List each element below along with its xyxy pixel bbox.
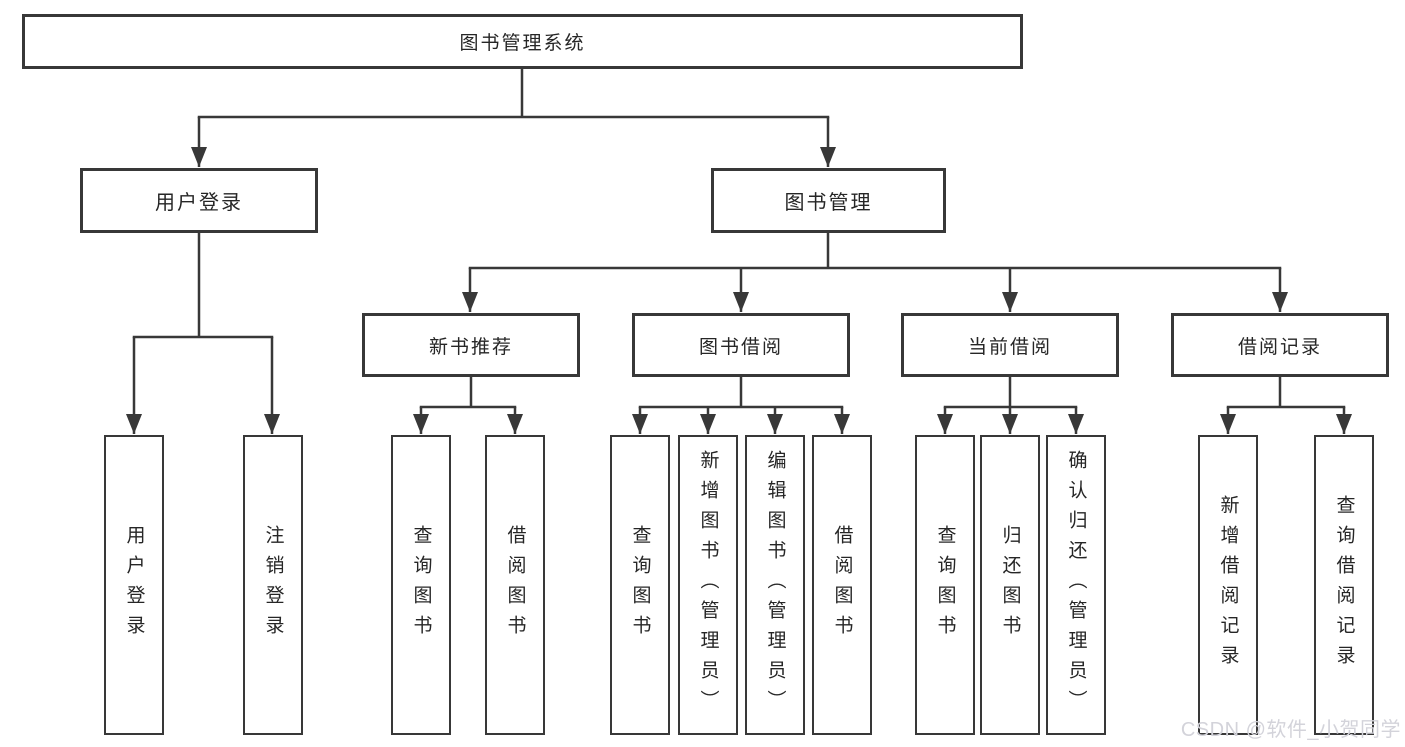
connector-root-split	[197, 67, 830, 119]
leaf-edit-book-admin: 编辑图书（管理员）	[745, 435, 805, 735]
leaf-borrow-book-label: 借阅图书	[831, 525, 853, 645]
leaf-logout: 注销登录	[243, 435, 303, 735]
leaf-borrow-query-books-label: 查询图书	[629, 525, 651, 645]
leaf-return-book-label: 归还图书	[999, 525, 1021, 645]
connector-new-book-recommend-split	[419, 375, 517, 409]
connector-borrow-records-split	[1226, 375, 1346, 409]
leaf-user-login: 用户登录	[104, 435, 164, 735]
node-book-borrow-label: 图书借阅	[698, 336, 783, 358]
watermark: CSDN @软件_小贺同学	[1180, 719, 1401, 741]
leaf-user-login-label: 用户登录	[123, 525, 145, 645]
node-book-borrow: 图书借阅	[632, 313, 850, 377]
node-new-book-recommend: 新书推荐	[362, 313, 580, 377]
node-user-login: 用户登录	[80, 168, 318, 233]
node-book-management: 图书管理	[711, 168, 946, 233]
leaf-rec-query-books: 查询图书	[391, 435, 451, 735]
leaf-confirm-return-admin: 确认归还（管理员）	[1046, 435, 1106, 735]
connector-book-borrow-split	[638, 375, 844, 409]
node-root: 图书管理系统	[22, 14, 1023, 69]
leaf-current-query-books: 查询图书	[915, 435, 975, 735]
leaf-add-book-admin: 新增图书（管理员）	[678, 435, 738, 735]
leaf-rec-borrow-books: 借阅图书	[485, 435, 545, 735]
leaf-logout-label: 注销登录	[262, 525, 284, 645]
node-borrow-records: 借阅记录	[1171, 313, 1389, 377]
node-root-label: 图书管理系统	[459, 33, 586, 54]
leaf-query-borrow-record: 查询借阅记录	[1314, 435, 1374, 735]
leaf-borrow-query-books: 查询图书	[610, 435, 670, 735]
leaf-current-query-books-label: 查询图书	[934, 525, 956, 645]
node-current-borrow: 当前借阅	[901, 313, 1119, 377]
leaf-add-book-admin-label: 新增图书（管理员）	[697, 450, 719, 720]
leaf-edit-book-admin-label: 编辑图书（管理员）	[764, 450, 786, 720]
node-new-book-recommend-label: 新书推荐	[428, 336, 513, 358]
leaf-rec-borrow-books-label: 借阅图书	[504, 525, 526, 645]
leaf-add-borrow-record-label: 新增借阅记录	[1217, 495, 1239, 675]
node-current-borrow-label: 当前借阅	[967, 336, 1052, 358]
leaf-rec-query-books-label: 查询图书	[410, 525, 432, 645]
node-book-management-label: 图书管理	[784, 192, 873, 214]
leaf-return-book: 归还图书	[980, 435, 1040, 735]
node-user-login-label: 用户登录	[155, 192, 243, 214]
leaf-add-borrow-record: 新增借阅记录	[1198, 435, 1258, 735]
connector-current-borrow-split	[943, 375, 1078, 409]
connector-user-login-split	[132, 231, 274, 339]
leaf-borrow-book: 借阅图书	[812, 435, 872, 735]
connector-book-management-split	[468, 231, 1282, 270]
leaf-confirm-return-admin-label: 确认归还（管理员）	[1065, 450, 1087, 720]
leaf-query-borrow-record-label: 查询借阅记录	[1333, 495, 1355, 675]
node-borrow-records-label: 借阅记录	[1237, 336, 1322, 358]
